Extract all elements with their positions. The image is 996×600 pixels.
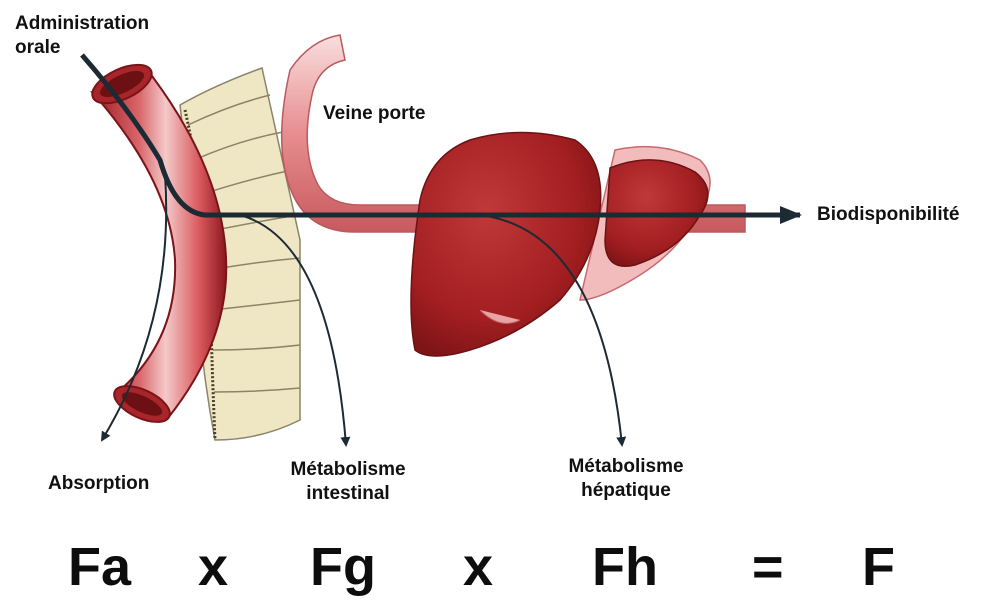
- hepatic-metabolism-label: Métabolisme hépatique: [556, 455, 696, 503]
- bioavailability-label: Biodisponibilité: [817, 203, 960, 227]
- oral-administration-label: Administration orale: [15, 12, 149, 60]
- intestinal-metabolism-line1: Métabolisme: [278, 458, 418, 482]
- formula-times-1: x: [198, 537, 228, 597]
- oral-administration-line2: orale: [15, 36, 149, 60]
- formula-fg: Fg: [310, 537, 376, 597]
- formula-fa: Fa: [68, 537, 131, 597]
- intestinal-metabolism-line2: intestinal: [278, 482, 418, 506]
- formula-times-2: x: [463, 537, 493, 597]
- formula-equals: =: [752, 537, 784, 597]
- absorption-label: Absorption: [48, 472, 149, 496]
- formula-f: F: [862, 537, 895, 597]
- portal-vein-label: Veine porte: [323, 102, 425, 126]
- formula-fh: Fh: [592, 537, 658, 597]
- hepatic-metabolism-line2: hépatique: [556, 479, 696, 503]
- liver: [411, 133, 710, 357]
- hepatic-metabolism-line1: Métabolisme: [556, 455, 696, 479]
- oral-administration-line1: Administration: [15, 12, 149, 36]
- intestinal-metabolism-label: Métabolisme intestinal: [278, 458, 418, 506]
